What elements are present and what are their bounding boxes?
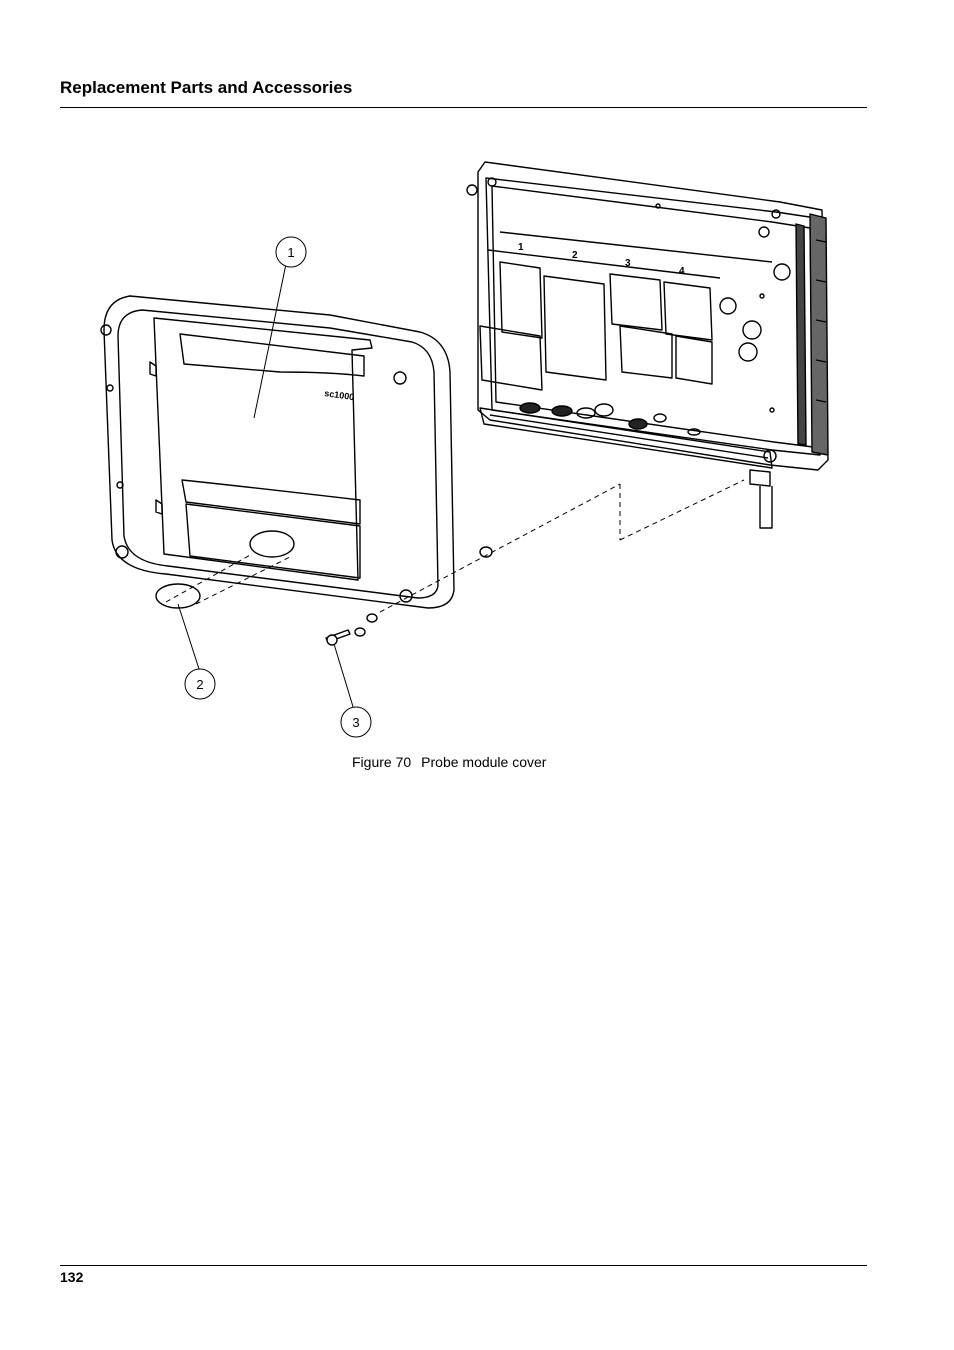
page-number: 132 [60, 1269, 84, 1285]
alignment-lines [165, 479, 745, 613]
figure-caption-text: Probe module cover [421, 754, 547, 770]
callout-3-circle [340, 706, 372, 738]
header-divider [60, 107, 867, 108]
slot-label-1: 1 [518, 242, 524, 253]
callout-1: 1 [287, 245, 294, 260]
slot-label-2: 2 [572, 250, 578, 261]
callout-2: 2 [196, 677, 203, 692]
figure-caption-number: Figure 70 [352, 754, 412, 770]
slot-label-4: 4 [679, 266, 685, 277]
figure-caption: Figure 70 Probe module cover [352, 754, 546, 770]
callout-2-circle [184, 668, 216, 700]
probe-module-cover: sc1000 [100, 295, 455, 609]
slot-label-3: 3 [625, 258, 631, 269]
device-model-label: sc1000 [324, 388, 355, 402]
callout-1-circle [275, 236, 307, 268]
screw-and-washers [325, 546, 493, 646]
page-header-title: Replacement Parts and Accessories [60, 78, 353, 97]
footer-divider [60, 1265, 867, 1266]
probe-module-cover-illustration: 1 2 3 4 [100, 161, 829, 738]
callout-3: 3 [352, 715, 359, 730]
controller-housing: 1 2 3 4 [466, 161, 829, 529]
